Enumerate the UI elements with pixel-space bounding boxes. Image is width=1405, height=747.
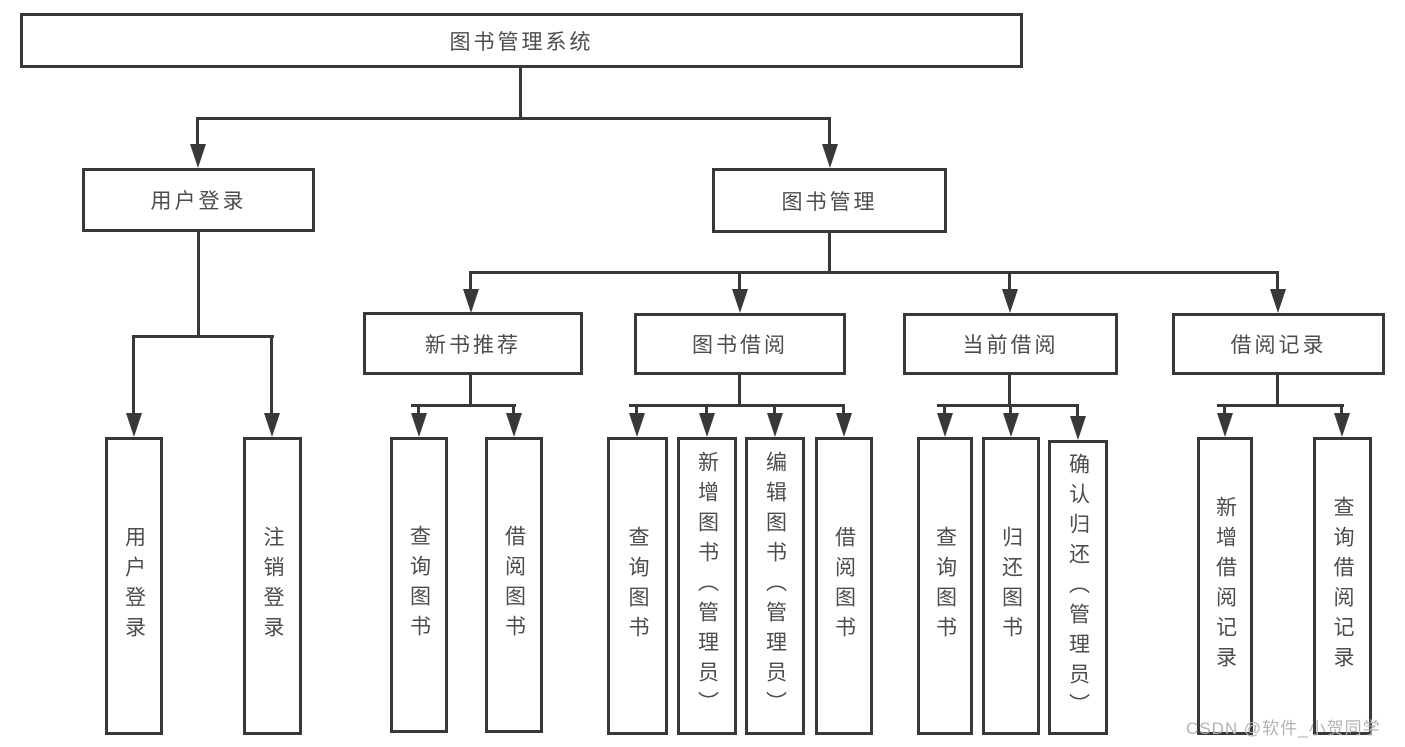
- edge-bookborrow-stem: [738, 375, 741, 407]
- arrow-down: [264, 335, 280, 437]
- node-current-borrow: 当前借阅: [903, 313, 1118, 375]
- leaf-edit-book-admin: 编辑图书（管理员）: [745, 437, 805, 735]
- node-book-borrow: 图书借阅: [634, 313, 846, 375]
- arrow-down: [629, 404, 645, 437]
- node-book-management: 图书管理: [712, 168, 947, 233]
- leaf-logout: 注销登录: [243, 437, 302, 735]
- edge-root-stem: [519, 66, 522, 119]
- edge-recommend-bus: [411, 404, 516, 407]
- arrow-down: [937, 404, 953, 437]
- arrow-down: [699, 404, 715, 437]
- node-book-management-label: 图书管理: [781, 190, 878, 214]
- node-current-borrow-label: 当前借阅: [962, 334, 1059, 357]
- leaf-confirm-return-admin: 确认归还（管理员）: [1048, 440, 1108, 735]
- arrow-down: [836, 404, 852, 437]
- edge-borrowrecords-stem: [1276, 375, 1279, 407]
- arrow-down: [732, 271, 748, 313]
- node-new-book-recommend: 新书推荐: [363, 312, 583, 375]
- arrow-down: [1334, 404, 1350, 437]
- node-user-login-label: 用户登录: [150, 190, 247, 213]
- node-borrow-records-label: 借阅记录: [1230, 334, 1327, 357]
- arrow-down: [463, 271, 479, 313]
- leaf-user-login: 用户登录: [105, 437, 163, 735]
- node-borrow-records: 借阅记录: [1172, 313, 1385, 375]
- leaf-borrow-books: 借阅图书: [815, 437, 873, 735]
- edge-bookmgmt-stem: [828, 231, 831, 274]
- leaf-add-borrow-record: 新增借阅记录: [1197, 437, 1253, 735]
- edge-userlogin-bus: [133, 335, 274, 338]
- node-root: 图书管理系统: [20, 13, 1023, 68]
- edge-bookborrow-bus: [629, 404, 844, 407]
- arrow-down: [1270, 271, 1286, 313]
- edge-userlogin-stem: [197, 230, 200, 338]
- node-book-borrow-label: 图书借阅: [692, 334, 788, 357]
- arrow-down: [1003, 404, 1019, 437]
- arrow-down: [190, 117, 206, 168]
- node-new-book-recommend-label: 新书推荐: [425, 333, 521, 357]
- csdn-watermark: CSDN @软件_小贺同学: [1186, 719, 1381, 738]
- arrow-down: [506, 404, 522, 437]
- edge-root-bus: [197, 117, 831, 120]
- edge-recommend-stem: [469, 375, 472, 407]
- node-user-login: 用户登录: [82, 168, 315, 232]
- arrow-down: [1002, 271, 1018, 313]
- leaf-borrow-books-recommend: 借阅图书: [485, 437, 543, 733]
- edge-currentborrow-stem: [1008, 375, 1011, 407]
- edge-currentborrow-bus: [937, 404, 1078, 407]
- leaf-add-book-admin: 新增图书（管理员）: [677, 437, 737, 735]
- arrow-down: [126, 335, 142, 437]
- arrow-down: [767, 404, 783, 437]
- arrow-down: [1217, 404, 1233, 437]
- edge-bookmgmt-bus: [469, 271, 1279, 274]
- node-root-label: 图书管理系统: [449, 30, 594, 54]
- edge-borrowrecords-bus: [1217, 404, 1344, 407]
- arrow-down: [1070, 404, 1086, 440]
- leaf-return-books: 归还图书: [982, 437, 1040, 735]
- leaf-query-books-recommend: 查询图书: [390, 437, 448, 733]
- arrow-down: [411, 404, 427, 437]
- leaf-query-books-current: 查询图书: [917, 437, 973, 735]
- arrow-down: [822, 117, 838, 168]
- leaf-query-books-borrow: 查询图书: [607, 437, 668, 735]
- leaf-query-borrow-record: 查询借阅记录: [1313, 437, 1372, 735]
